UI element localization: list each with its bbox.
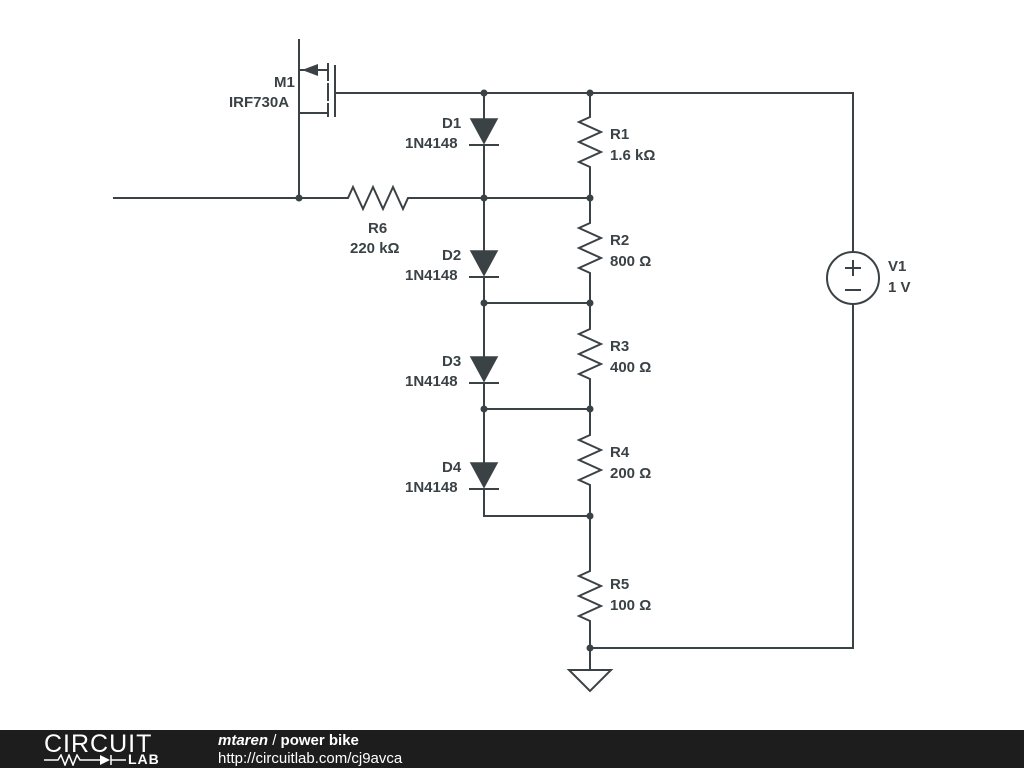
resistor-r5-value-label: 100 Ω (610, 597, 651, 614)
resistor-r5[interactable]: R5 100 Ω (576, 565, 651, 627)
logo-text-circuit: CIRCUIT (44, 730, 153, 758)
diode-d2-ref-label: D2 (442, 247, 461, 264)
diode-d4-part-label: 1N4148 (405, 479, 458, 496)
diode-d3-ref-label: D3 (442, 353, 461, 370)
diode-d1-ref-label: D1 (442, 115, 461, 132)
resistor-r4[interactable]: R4 200 Ω (576, 429, 651, 491)
footer-bar: CIRCUIT LAB mtaren / power bike http://c… (0, 730, 1024, 768)
circuit-title[interactable]: power bike (280, 732, 359, 749)
resistor-r2-value-label: 800 Ω (610, 253, 651, 270)
resistor-r3-ref-label: R3 (610, 338, 629, 355)
source-value-label: 1 V (888, 279, 911, 296)
mosfet-m1[interactable]: M1 IRF730A (229, 63, 336, 117)
diode-d2-part-label: 1N4148 (405, 267, 458, 284)
diode-d2[interactable]: D2 1N4148 (405, 247, 499, 284)
resistor-r2-ref-label: R2 (610, 232, 629, 249)
mosfet-part-label: IRF730A (229, 94, 289, 111)
resistor-r3[interactable]: R3 400 Ω (576, 323, 651, 385)
schematic-canvas[interactable]: M1 IRF730A R6 220 kΩ D1 1N4148 D2 1N4148… (0, 0, 1024, 730)
resistor-r1-ref-label: R1 (610, 126, 629, 143)
schematic-diagram: M1 IRF730A R6 220 kΩ D1 1N4148 D2 1N4148… (113, 39, 911, 693)
diode-d3[interactable]: D3 1N4148 (405, 353, 499, 390)
diode-d1-part-label: 1N4148 (405, 135, 458, 152)
circuitlab-logo[interactable]: CIRCUIT LAB (0, 730, 190, 768)
junctions (295, 89, 594, 652)
diode-d4-ref-label: D4 (442, 459, 462, 476)
title-separator: / (268, 732, 281, 749)
logo-text-lab: LAB (128, 751, 160, 767)
resistor-diode-icon (44, 754, 126, 766)
voltage-source-v1[interactable]: V1 1 V (826, 251, 911, 305)
resistor-r6[interactable]: R6 220 kΩ (337, 184, 415, 257)
resistor-r1-value-label: 1.6 kΩ (610, 147, 655, 164)
resistor-r6-value-label: 220 kΩ (350, 240, 400, 257)
source-ref-label: V1 (888, 258, 906, 275)
mosfet-ref-label: M1 (274, 74, 295, 91)
ground-icon (566, 669, 614, 693)
circuit-title-line: mtaren / power bike (218, 732, 359, 749)
diode-d4[interactable]: D4 1N4148 (405, 459, 499, 496)
circuit-url-link[interactable]: http://circuitlab.com/cj9avca (218, 750, 403, 767)
resistor-r6-ref-label: R6 (368, 220, 387, 237)
resistor-r2[interactable]: R2 800 Ω (576, 217, 651, 279)
resistor-r5-ref-label: R5 (610, 576, 629, 593)
resistor-r4-value-label: 200 Ω (610, 465, 651, 482)
resistor-r1[interactable]: R1 1.6 kΩ (576, 111, 655, 173)
resistor-r3-value-label: 400 Ω (610, 359, 651, 376)
diode-d3-part-label: 1N4148 (405, 373, 458, 390)
author-link[interactable]: mtaren (218, 732, 269, 749)
diode-d1[interactable]: D1 1N4148 (405, 115, 499, 152)
resistor-r4-ref-label: R4 (610, 444, 630, 461)
